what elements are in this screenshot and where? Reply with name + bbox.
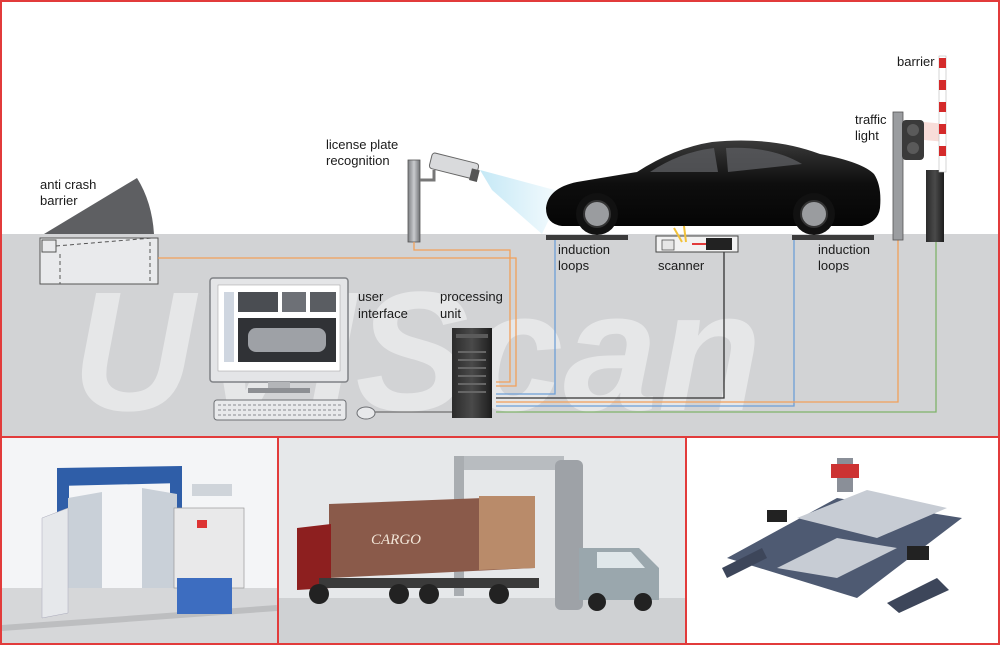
container-truck-scanner-photo: CARGO: [277, 436, 687, 645]
under-vehicle-ramp-photo: [685, 436, 1000, 645]
signal-wires: [158, 238, 937, 413]
portal-scanner-illustration: [2, 466, 277, 643]
label-lpr-line2: recognition: [326, 153, 390, 168]
label-induction-left-line1: induction: [558, 242, 610, 257]
induction-loop-right: [792, 235, 874, 240]
user-interface-monitor: [209, 277, 349, 393]
anti-crash-barrier: [39, 178, 159, 285]
label-scanner: scanner: [658, 258, 705, 273]
system-schematic-panel: UVIScan anti crash barrier license plate…: [0, 0, 1000, 438]
watermark-logo: UVIScan: [72, 257, 762, 436]
label-induction-right-line2: loops: [818, 258, 850, 273]
label-pu-line1: processing: [440, 289, 503, 304]
ramp-scanner-illustration: [722, 458, 962, 613]
portal-scanner-photo: [0, 436, 279, 645]
mouse: [356, 406, 376, 420]
container-cargo-label: CARGO: [371, 532, 421, 548]
car: [546, 140, 881, 235]
label-induction-right-line1: induction: [818, 242, 870, 257]
label-ui-line2: interface: [358, 306, 408, 321]
induction-loop-left: [546, 235, 628, 240]
barrier-gate: [926, 55, 947, 242]
label-induction-left-line2: loops: [558, 258, 590, 273]
license-plate-camera: [407, 152, 562, 243]
schematic-svg: UVIScan anti crash barrier license plate…: [2, 54, 998, 436]
processing-unit-tower: [452, 328, 492, 418]
label-ui-line1: user: [358, 289, 384, 304]
label-pu-line2: unit: [440, 306, 461, 321]
label-lpr-line1: license plate: [326, 137, 398, 152]
underbody-scanner: [655, 225, 739, 253]
keyboard: [213, 399, 347, 421]
truck-scanner-illustration: CARGO: [279, 438, 685, 643]
label-traffic-line2: light: [855, 128, 879, 143]
label-anti-crash-line1: anti crash: [40, 177, 96, 192]
label-traffic-line1: traffic: [855, 112, 887, 127]
label-barrier: barrier: [897, 54, 935, 69]
label-anti-crash-line2: barrier: [40, 193, 78, 208]
